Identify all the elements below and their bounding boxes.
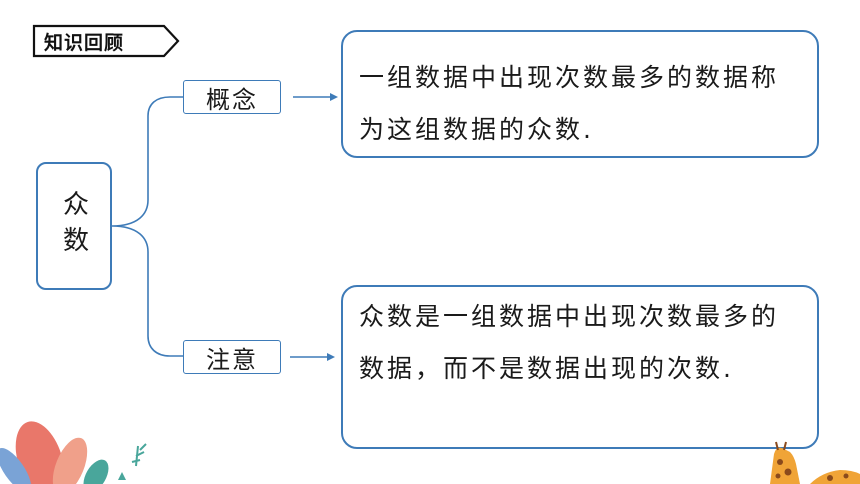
arrow-2 bbox=[290, 353, 335, 361]
leaf-decoration bbox=[0, 421, 147, 484]
section-tag: 知识回顾 bbox=[32, 24, 180, 58]
concept-description: 一组数据中出现次数最多的数据称为这组数据的众数. bbox=[341, 30, 819, 158]
arrow-1 bbox=[293, 93, 338, 101]
bracket-connector bbox=[111, 96, 183, 357]
note-description: 众数是一组数据中出现次数最多的数据，而不是数据出现的次数. bbox=[341, 285, 819, 449]
tag-shape bbox=[32, 24, 180, 58]
branch-label-concept: 概念 bbox=[183, 80, 281, 114]
giraffe-icon bbox=[770, 441, 860, 484]
root-node: 众数 bbox=[36, 162, 112, 290]
branch-label-note: 注意 bbox=[183, 340, 281, 374]
section-title: 知识回顾 bbox=[44, 31, 125, 54]
